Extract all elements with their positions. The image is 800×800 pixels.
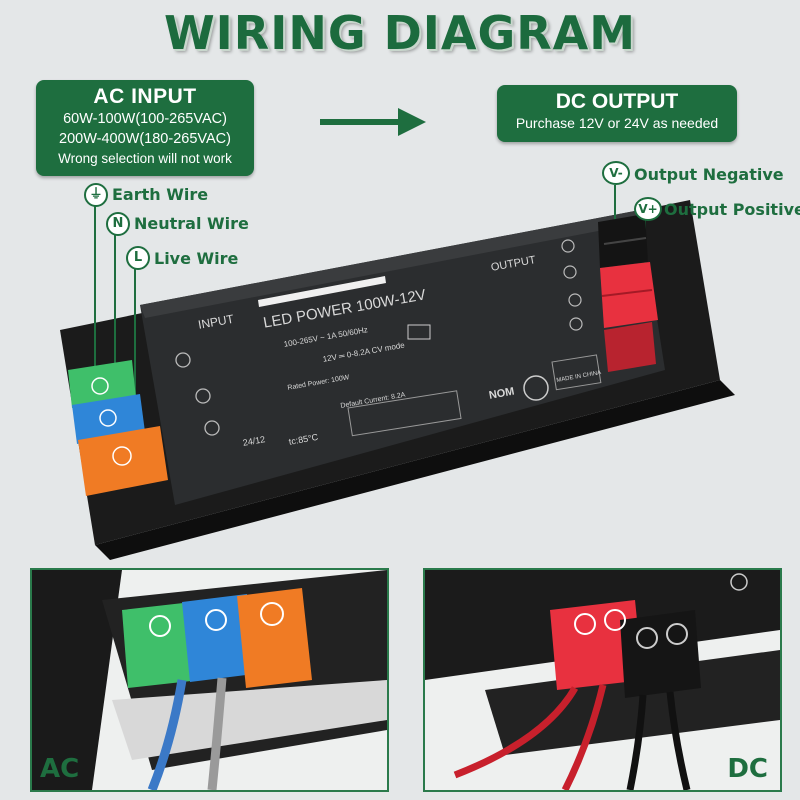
power-supply-illustration (60, 185, 735, 560)
negative-icon: V- (602, 161, 630, 185)
dc-output-subtitle: Purchase 12V or 24V as needed (515, 115, 719, 131)
ac-input-line-2: 200W-400W(180-265VAC) (59, 131, 231, 147)
earth-icon: ⏚ (84, 183, 108, 207)
live-wire-label: Live Wire (154, 249, 239, 268)
ac-input-heading: AC INPUT (93, 85, 197, 108)
ac-input-line-1: 60W-100W(100-265VAC) (63, 111, 227, 127)
dc-panel-tag: DC (727, 754, 768, 784)
ac-terminal-closeup (32, 570, 387, 790)
ac-panel-tag: AC (40, 754, 80, 784)
live-icon: L (126, 246, 150, 270)
dc-terminal-closeup (425, 570, 780, 790)
output-negative-label: Output Negative (634, 165, 784, 184)
dc-output-box: DC OUTPUT Purchase 12V or 24V as needed (497, 85, 737, 142)
neutral-wire-label: Neutral Wire (134, 214, 249, 233)
right-arrow-icon (320, 108, 426, 136)
dc-closeup-panel: DC (423, 568, 782, 792)
earth-wire-label: Earth Wire (112, 185, 209, 204)
ac-closeup-panel: AC (30, 568, 389, 792)
neutral-icon: N (106, 212, 130, 236)
ac-input-line-3: Wrong selection will not work (58, 151, 232, 166)
output-positive-label: Output Positive (664, 200, 800, 219)
positive-icon: V+ (634, 197, 662, 221)
page-title: WIRING DIAGRAM (163, 6, 637, 60)
dc-output-heading: DC OUTPUT (555, 90, 679, 113)
ac-input-box: AC INPUT 60W-100W(100-265VAC) 200W-400W(… (36, 80, 254, 176)
